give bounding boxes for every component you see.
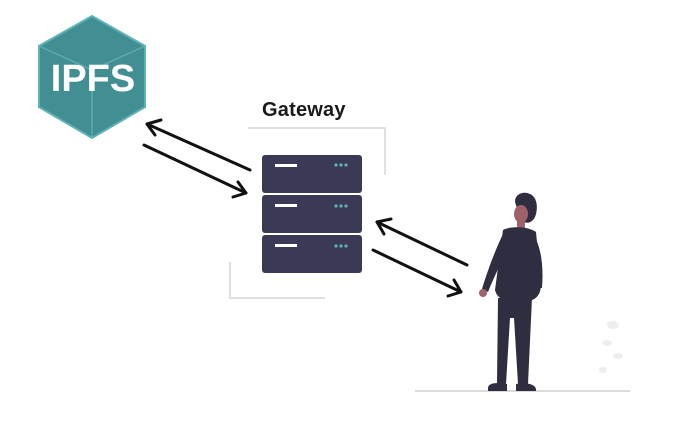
- ipfs-hexagon: IPFS: [38, 14, 146, 140]
- ipfs-gateway-arrows: [142, 118, 252, 199]
- gateway-frame-top-right: [248, 127, 386, 175]
- server-led: [339, 163, 343, 167]
- server-led: [344, 244, 348, 248]
- server-led: [334, 163, 338, 167]
- gateway-frame-bottom-left: [229, 262, 325, 299]
- plant-decoration: [599, 321, 623, 373]
- gateway-label: Gateway: [262, 99, 346, 121]
- arrow-left-icon: [375, 217, 469, 267]
- server-slot: [275, 164, 297, 167]
- arrow-right-icon: [142, 143, 248, 199]
- server-led: [334, 204, 338, 208]
- server-led: [339, 244, 343, 248]
- server-slot: [275, 244, 297, 247]
- server-led: [344, 163, 348, 167]
- person-illustration-icon: [479, 192, 543, 391]
- server-led: [344, 204, 348, 208]
- gateway-frame: [229, 127, 386, 299]
- server-slot: [275, 204, 297, 207]
- server-unit-1: [262, 155, 362, 193]
- server-rack-icon: [262, 155, 362, 273]
- server-led: [339, 204, 343, 208]
- ipfs-logo-text: IPFS: [51, 58, 135, 100]
- server-led: [334, 244, 338, 248]
- arrow-left-icon: [145, 118, 252, 172]
- server-unit-3: [262, 235, 362, 273]
- server-unit-2: [262, 195, 362, 233]
- arrow-right-icon: [371, 248, 463, 298]
- gateway-user-arrows: [371, 217, 469, 298]
